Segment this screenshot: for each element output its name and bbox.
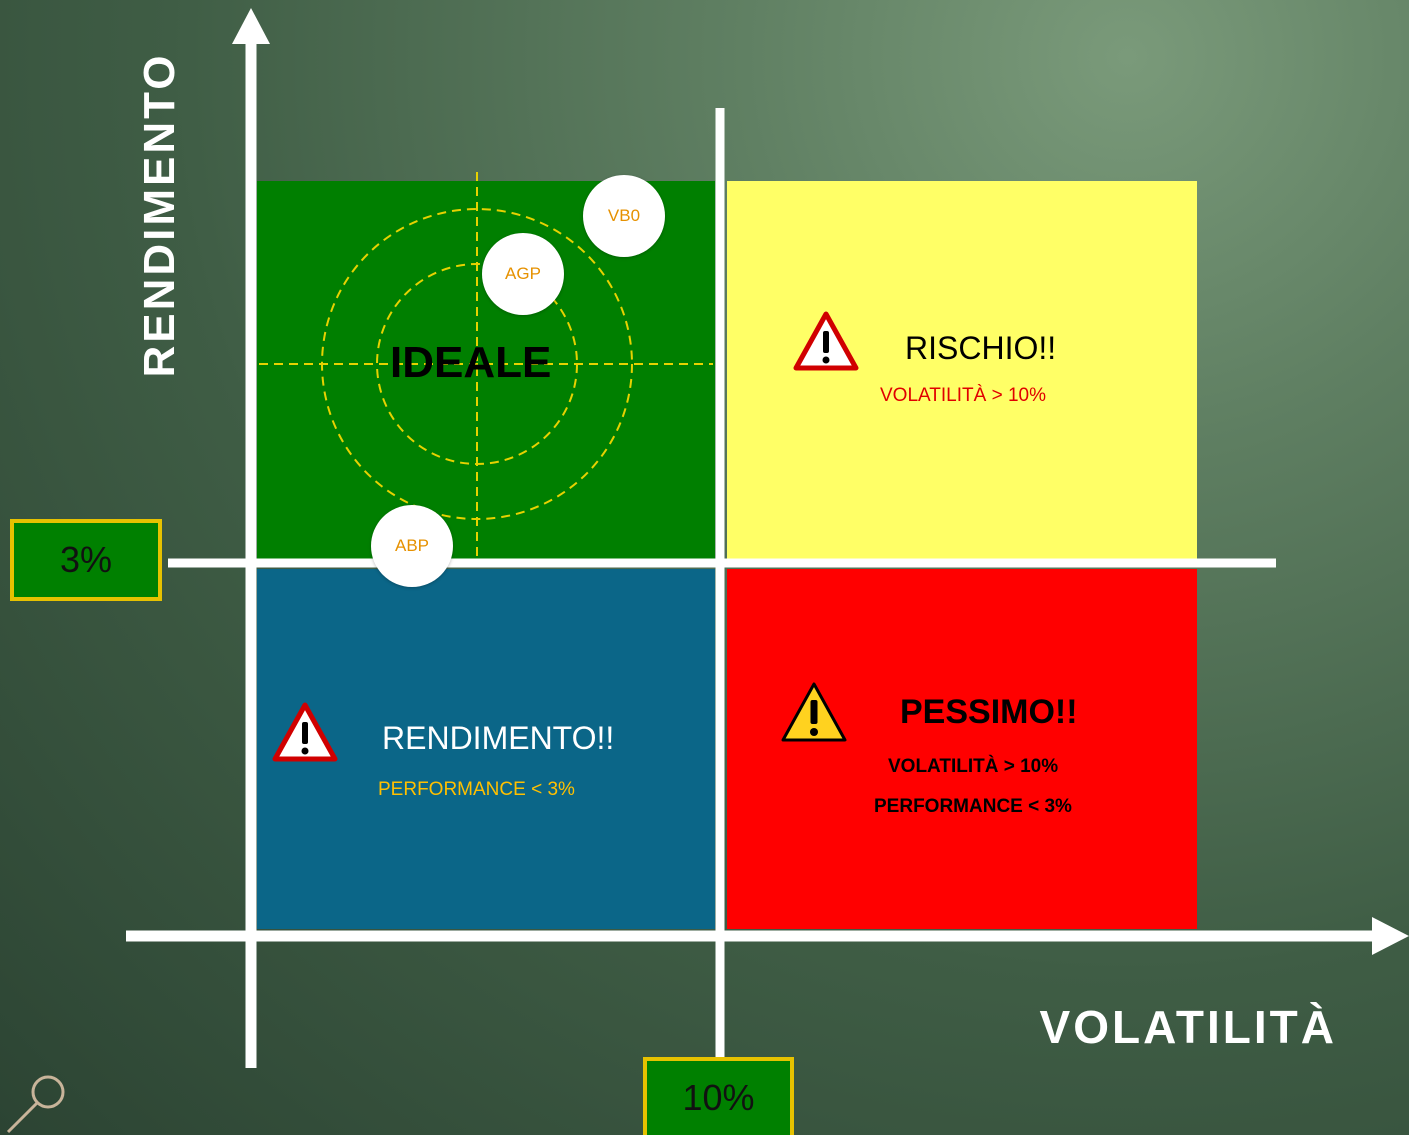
rendimento-subtitle: PERFORMANCE < 3%	[378, 779, 575, 800]
rischio-subtitle: VOLATILITÀ > 10%	[880, 385, 1046, 406]
x-axis-title: VOLATILITÀ	[1039, 1001, 1337, 1053]
quadrant-pessimo	[727, 569, 1197, 929]
pessimo-title: PESSIMO!!	[900, 693, 1078, 731]
x-axis-arrow-icon	[1372, 917, 1409, 955]
target-icon	[259, 172, 713, 560]
y-axis-title: RENDIMENTO	[135, 52, 184, 378]
pessimo-subtitle-performance: PERFORMANCE < 3%	[874, 796, 1072, 817]
fund-bubble-agp: AGP	[482, 233, 564, 315]
rischio-title: RISCHIO!!	[905, 330, 1057, 366]
threshold-lines	[168, 108, 1276, 1078]
rendimento-title: RENDIMENTO!!	[382, 720, 615, 756]
warning-triangle-icon	[781, 682, 847, 742]
y-axis-arrow-icon	[232, 8, 270, 44]
warning-triangle-icon	[272, 702, 338, 762]
quadrant-rendimento	[257, 569, 715, 929]
y-threshold-label: 3%	[10, 519, 162, 601]
ideale-title: IDEALE	[390, 338, 552, 387]
x-threshold-label: 10%	[643, 1057, 794, 1135]
fund-bubble-abp: ABP	[371, 505, 453, 587]
pin-icon	[6, 1075, 65, 1134]
fund-bubble-vbo: VB0	[583, 175, 665, 257]
pessimo-subtitle-volatility: VOLATILITÀ > 10%	[888, 756, 1059, 777]
warning-triangle-icon	[793, 311, 859, 371]
axes	[126, 8, 1409, 1068]
